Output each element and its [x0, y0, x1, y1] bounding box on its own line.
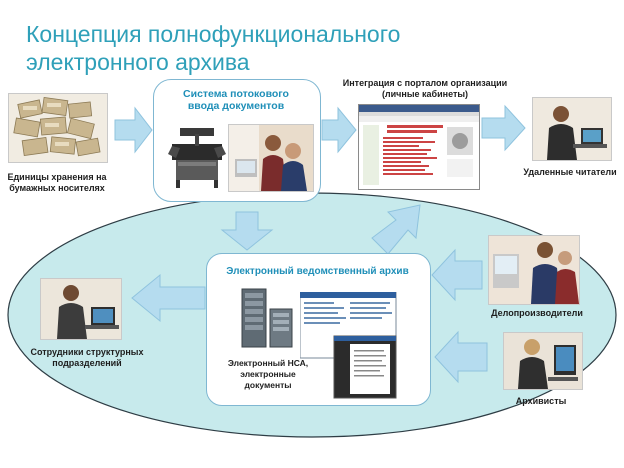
- remote-reader-photo: [532, 97, 612, 161]
- documents-screens: [300, 292, 400, 400]
- clerks-graphic: [489, 236, 579, 304]
- remote-readers-label: Удаленные читатели: [523, 167, 617, 177]
- dept-archive-title: Электронный ведомственный архив: [226, 266, 409, 277]
- server-rack-icon: [232, 287, 302, 349]
- server-rack-graphic: [241, 288, 293, 348]
- clerks-photo: [488, 235, 580, 305]
- archivists-graphic: [504, 333, 582, 389]
- paper-units-label: Единицы хранения на бумажных носителях: [7, 172, 107, 193]
- portal-screenshot: [358, 104, 480, 190]
- remote-reader-graphic: [533, 98, 611, 160]
- nsa-docs-label: Электронный НСА, электронные документы: [227, 358, 309, 390]
- operators-graphic: [229, 125, 313, 191]
- arrow-portal-to-readers: [481, 104, 526, 152]
- scanner-icon: [166, 124, 228, 190]
- scanner-graphic: [168, 128, 226, 188]
- staff-photo: [40, 278, 122, 340]
- portal-label: Интеграция с порталом организации (личны…: [342, 78, 508, 99]
- portal-screenshot-graphic: [359, 105, 479, 185]
- documents-screens-graphic: [300, 292, 397, 399]
- operators-photo: [228, 124, 314, 192]
- arrow-archivists-to-archive: [434, 330, 488, 384]
- intake-system-title: Система потокового ввода документов: [183, 88, 289, 112]
- arrow-clerks-to-archive: [431, 248, 483, 302]
- staff-label: Сотрудники структурных подразделений: [30, 347, 144, 368]
- paper-stack-icon: [8, 93, 108, 163]
- page-title: Концепция полнофункционального электронн…: [26, 21, 401, 75]
- arrow-intake-to-archive: [220, 211, 274, 251]
- arrow-archive-to-portal: [371, 204, 421, 255]
- arrow-intake-to-portal: [321, 106, 357, 154]
- arrow-paper-to-intake: [114, 106, 153, 154]
- archivists-label: Архивисты: [515, 396, 567, 406]
- paper-stack-graphic: [9, 94, 107, 162]
- arrow-archive-to-staff: [131, 273, 206, 323]
- archivists-photo: [503, 332, 583, 390]
- clerks-label: Делопроизводители: [491, 308, 583, 318]
- staff-graphic: [41, 279, 121, 339]
